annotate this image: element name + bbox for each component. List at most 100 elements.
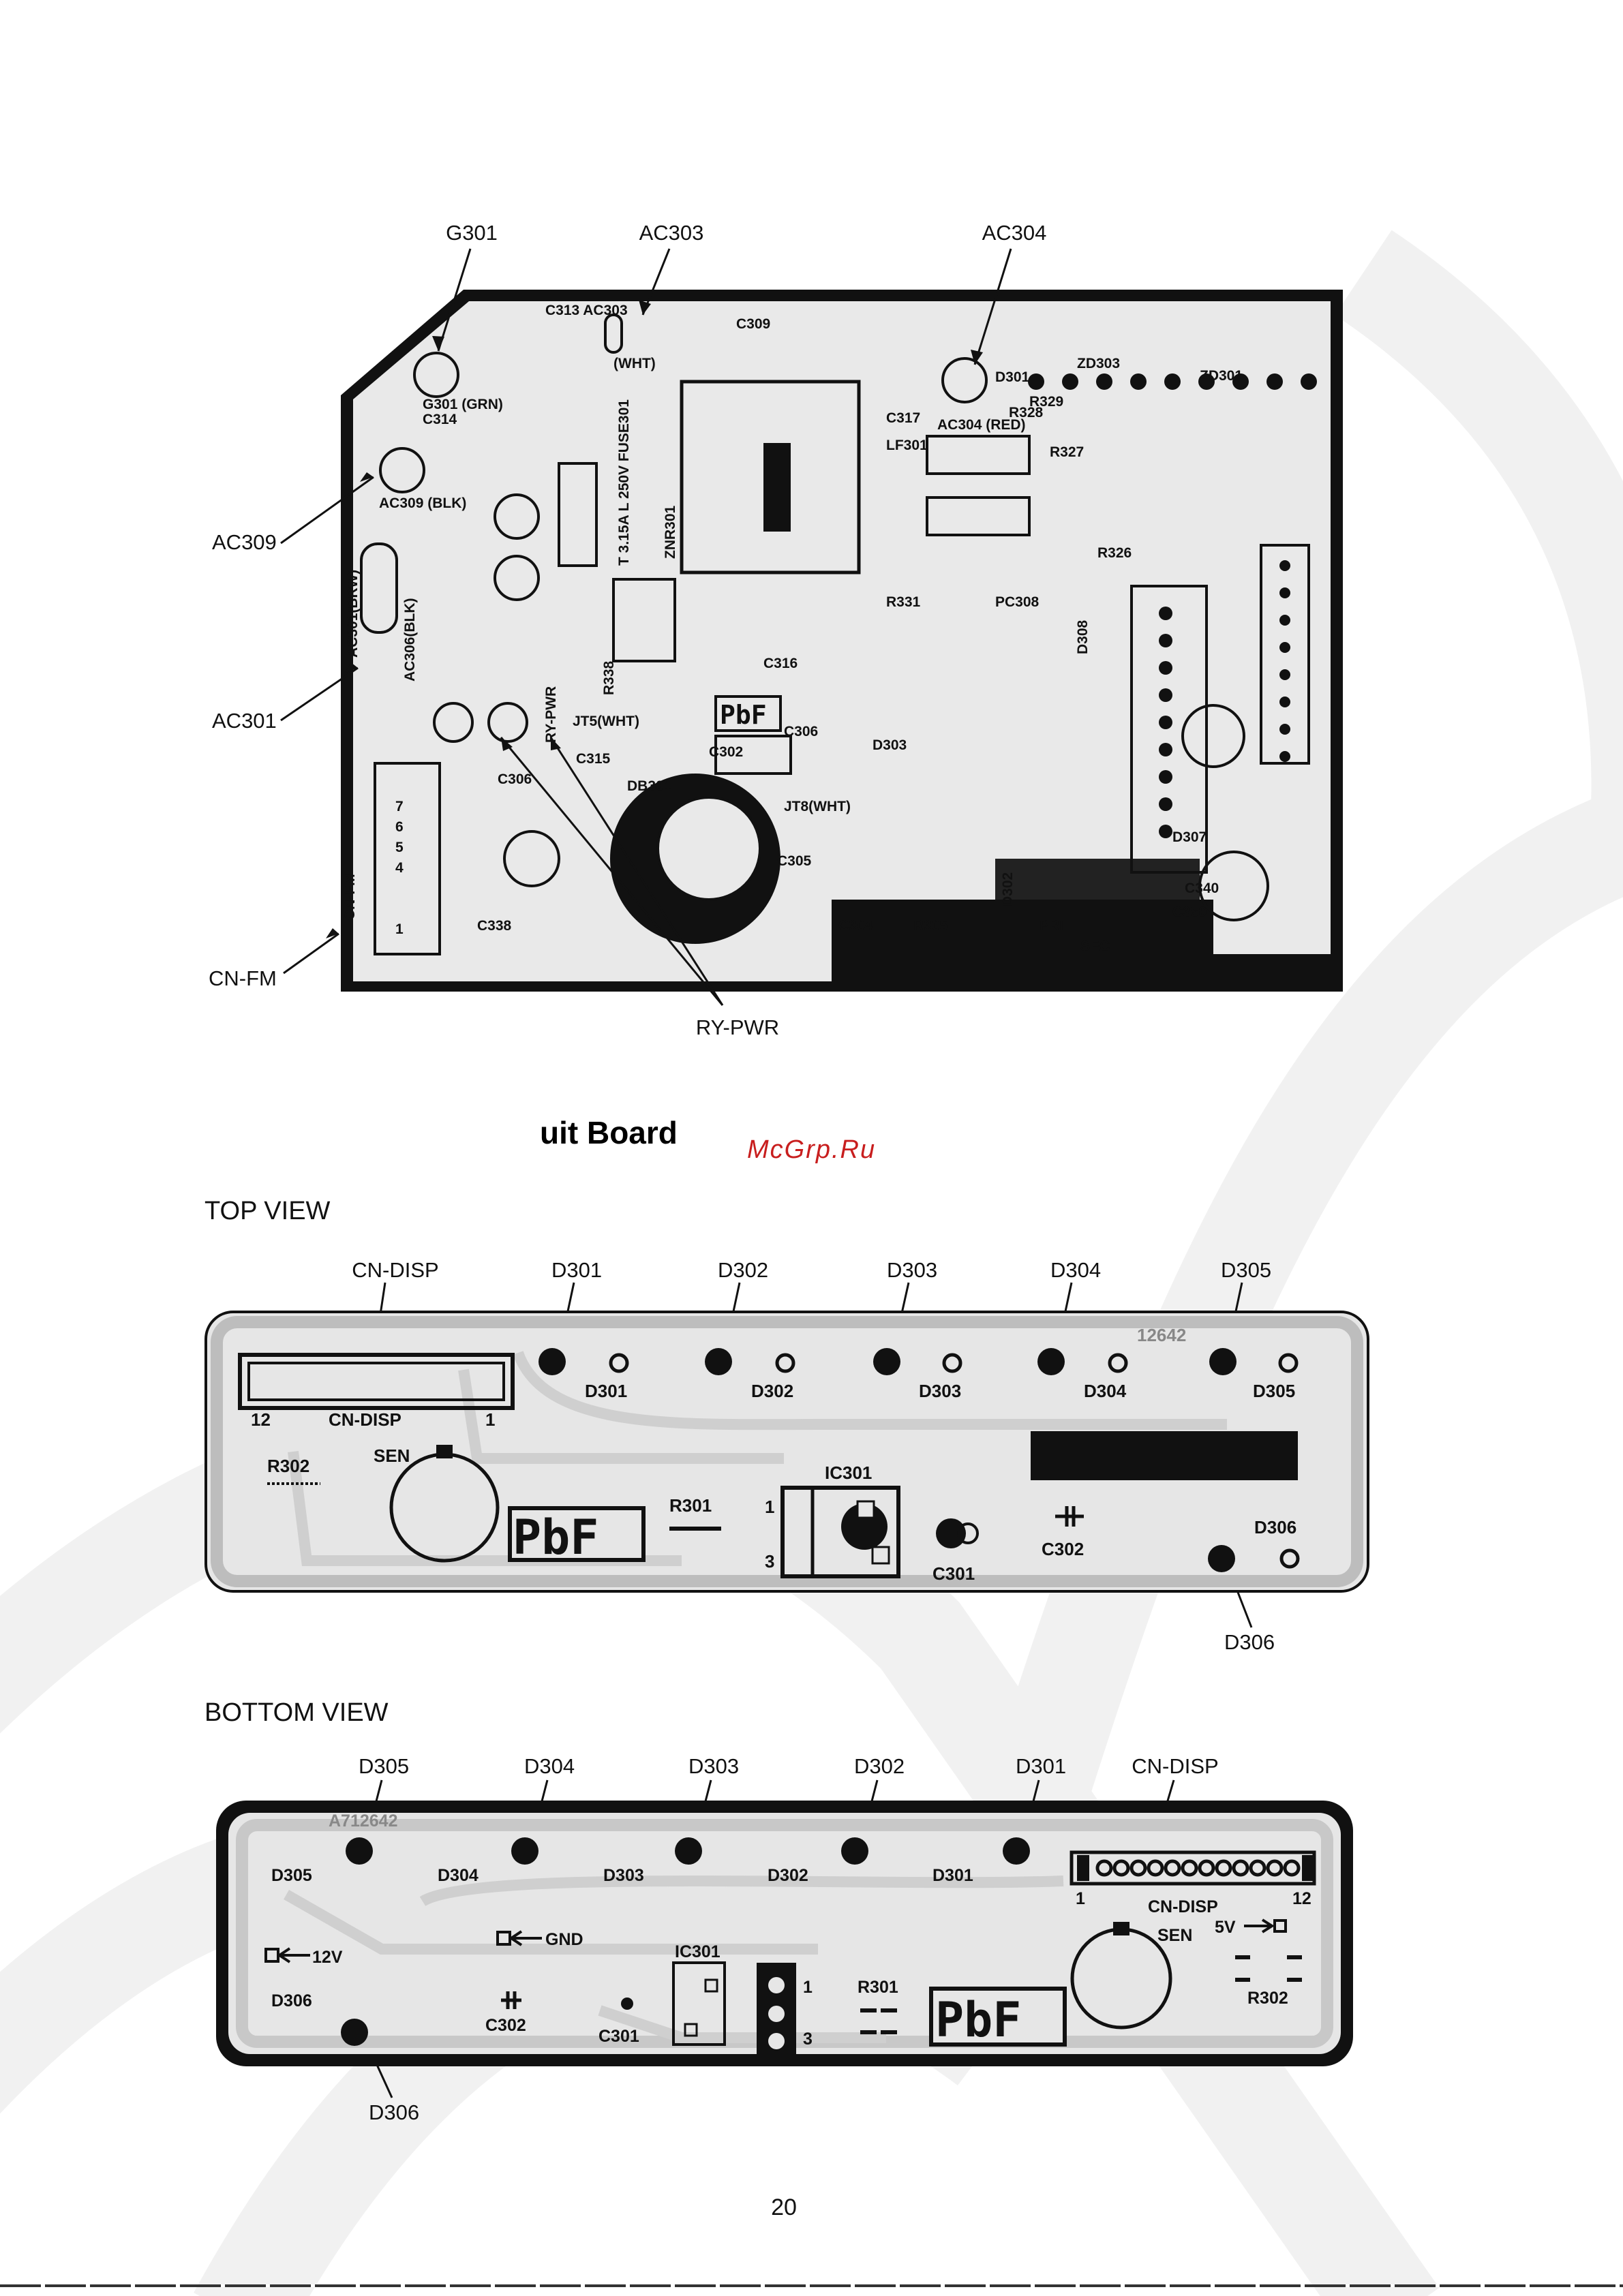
top-callout-cn-disp: CN-DISP [352,1258,439,1282]
silk-cn-fm: CN-FM [342,874,358,920]
top-silk-pin12: 12 [251,1409,271,1430]
top-callout-d305: D305 [1220,1258,1272,1282]
silk-d308: D308 [1075,619,1091,654]
bottom-silk-ic-pin1: 1 [803,1978,813,1997]
top-ic301 [780,1486,900,1578]
silk-pbf: PbF [720,700,767,730]
silk-d307: D307 [1172,829,1207,845]
bottom-silk-r302: R302 [1247,1989,1288,2008]
bottom-silk-12v: 12V [312,1948,343,1967]
top-silk-led-d305: D305 [1253,1381,1295,1401]
top-silk-d306: D306 [1254,1517,1296,1537]
top-silk-ic301: IC301 [825,1463,872,1483]
callout-ry-pwr: RY-PWR [695,1015,780,1039]
top-callout-d301: D301 [551,1258,603,1282]
callout-ac301: AC301 [212,709,277,733]
silk-r305: R305 [913,918,948,934]
bottom-view-heading: BOTTOM VIEW [204,1698,389,1727]
bottom-silk-led-d301: D301 [932,1866,973,1885]
top-silk-r302: R302 [267,1456,309,1476]
bottom-callout-d304: D304 [524,1754,575,1778]
silk-pin-4: 4 [395,860,404,876]
silk-jt8: JT8(WHT) [784,799,851,814]
silk-znr301: ZNR301 [663,505,678,559]
transformer [680,380,861,575]
silk-c302: C302 [709,744,743,760]
bottom-ic301 [672,1961,726,2046]
silk-c306-left: C306 [498,771,532,787]
top-silk-r301: R301 [669,1495,712,1516]
silk-zd303: ZD303 [1077,356,1120,371]
bottom-callout-d301: D301 [1015,1754,1067,1778]
bottom-callout-d305: D305 [358,1754,410,1778]
bottom-border-rule [0,2284,1623,2287]
top-silk-code: 12642 [1137,1325,1186,1345]
main-board-leaders [280,248,1012,1006]
silk-c317: C317 [886,410,920,426]
top-silk-led-d302: D302 [751,1381,793,1401]
top-callout-d304: D304 [1050,1258,1102,1282]
top-view-board: 12 CN-DISP 1 R302 SEN R301 IC301 1 3 C30… [204,1282,1369,1628]
section-title: uit Board [540,1115,678,1150]
silk-d302: D302 [1000,872,1016,906]
top-silk-led-d303: D303 [919,1381,961,1401]
silk-ac306: AC306(BLK) [402,598,418,682]
silk-pc308: PC308 [995,594,1040,610]
bottom-silk-c301: C301 [598,2027,639,2046]
top-silk-ic-pin3: 3 [765,1551,774,1572]
top-callout-d302: D302 [717,1258,769,1282]
top-silk-pbf: PbF [513,1510,598,1565]
callout-cn-fm: CN-FM [209,966,277,990]
bottom-silk-5v: 5V [1215,1918,1236,1937]
bottom-silk-d306: D306 [271,1991,312,2010]
silk-c314: C314 [423,412,457,427]
bottom-silk-led-d303: D303 [603,1866,644,1885]
bottom-silk-pin1: 1 [1076,1889,1085,1908]
silk-g301-grn: G301 (GRN) [423,397,503,412]
bottom-silk-led-d305: D305 [271,1866,312,1885]
callout-ac304: AC304 [982,221,1047,245]
silk-c313: C313 AC303 [545,303,628,318]
bottom-silk-gnd: GND [545,1930,583,1949]
silk-r327: R327 [1050,444,1084,460]
top-view-heading: TOP VIEW [204,1197,331,1225]
page-number: 20 [771,2194,797,2220]
top-silk-c301: C301 [932,1563,975,1584]
silk-db301: DB301 [627,778,672,794]
bottom-callout-cn-disp: CN-DISP [1132,1754,1219,1778]
bottom-callout-d303: D303 [688,1754,740,1778]
silk-ry-pwr: RY-PWR [543,686,559,743]
silk-pin-6: 6 [395,819,404,835]
silk-ac309-blk: AC309 (BLK) [379,495,466,511]
top-silk-cn-disp: CN-DISP [329,1409,401,1430]
silk-jt5: JT5(WHT) [573,714,639,729]
silk-d303: D303 [873,737,907,753]
bottom-silk-code: A712642 [329,1811,397,1831]
bottom-silk-c302: C302 [485,2016,526,2035]
bottom-silk-pin12: 12 [1292,1889,1311,1908]
bottom-silk-sen: SEN [1157,1926,1192,1945]
silk-lf301: LF301 [886,438,928,453]
top-silk-led-d301: D301 [585,1381,627,1401]
bottom-silk-led-d304: D304 [438,1866,479,1885]
callout-ac309: AC309 [212,530,277,554]
bottom-silk-ic-pin3: 3 [803,2030,813,2049]
bottom-silk-ic301: IC301 [675,1942,721,1961]
top-cn-disp-connector [238,1353,515,1410]
bottom-view-board: A712642 D305 D304 D303 D302 D301 1 12 CN… [216,1779,1353,2098]
top-silk-pin1: 1 [485,1409,495,1430]
silk-ac304-red: AC304 (RED) [937,417,1026,433]
silk-c316: C316 [763,656,798,671]
main-board-diagram: C313 AC303 (WHT) C309 G301 (GRN) C314 AC… [341,290,1343,992]
top-silk-sen: SEN [374,1445,410,1466]
silk-fuse: T 3.15A L 250V FUSE301 [616,399,632,566]
top-silk-ic-pin1: 1 [765,1497,774,1517]
bottom-silk-led-d302: D302 [768,1866,808,1885]
silk-r331: R331 [886,594,921,610]
site-watermark-text: McGrp.Ru [747,1135,877,1164]
silk-zd301: ZD301 [1200,368,1243,384]
silk-pin-7: 7 [395,799,404,814]
silk-r329: R329 [1029,394,1063,410]
bottom-silk-r301: R301 [858,1978,898,1997]
silk-c309: C309 [736,316,770,332]
